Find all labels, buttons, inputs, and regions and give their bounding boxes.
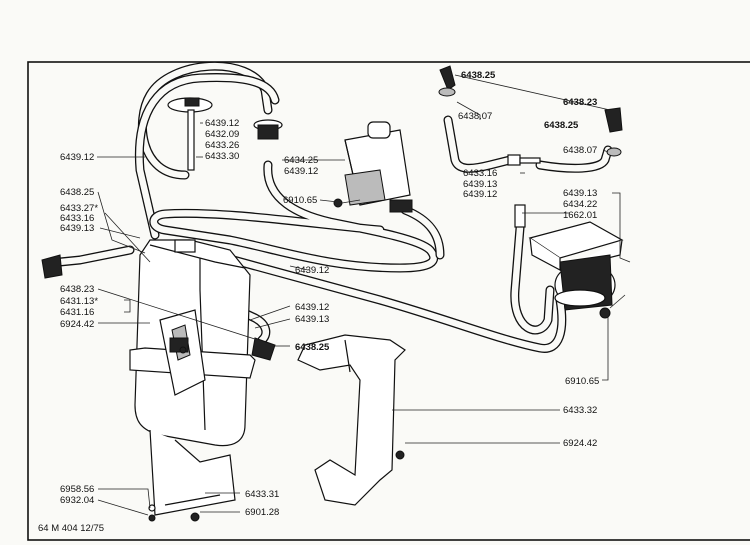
label-6439-12: 6439.12 (463, 189, 497, 200)
regulator-6433-26 (167, 97, 283, 171)
label-6439-13: 6439.13 (463, 179, 497, 190)
label-6433-31: 6433.31 (245, 489, 279, 500)
label-6438-25: 6438.25 (544, 120, 579, 131)
label-6433-16: 6433.16 (60, 213, 94, 224)
label-6438-25: 6438.25 (295, 342, 330, 353)
screws (148, 198, 626, 522)
label-6438-25: 6438.25 (60, 187, 94, 198)
bracket-6433-32 (297, 334, 406, 506)
label-6438-07: 6438.07 (563, 145, 597, 156)
leader-lines (97, 74, 631, 516)
label-6433-16: 6433.16 (463, 168, 497, 179)
label-6910-65: 6910.65 (565, 376, 599, 387)
label-6924-42: 6924.42 (563, 438, 597, 449)
label-6433-32: 6433.32 (563, 405, 597, 416)
label-6901-28: 6901.28 (245, 507, 279, 518)
label-6433-30: 6433.30 (205, 151, 239, 162)
label-6910-65: 6910.65 (283, 195, 317, 206)
label-6438-25: 6438.25 (461, 70, 496, 81)
label-6438-23: 6438.23 (60, 284, 94, 295)
footer-code: 64 M 404 12/75 (38, 523, 104, 534)
label-6433-26: 6433.26 (205, 140, 239, 151)
label-6432-09: 6432.09 (205, 129, 239, 140)
solenoid-valve (344, 121, 413, 213)
label-6439-12: 6439.12 (205, 118, 239, 129)
label-6439-13: 6439.13 (295, 314, 329, 325)
label-6431-13: 6431.13* (60, 296, 98, 307)
label-6439-12: 6439.12 (284, 166, 318, 177)
label-6924-42: 6924.42 (60, 319, 94, 330)
part-labels: 6438.25 6438.23 6438.25 6438.07 6438.07 … (38, 70, 599, 534)
page-border (27, 61, 750, 541)
nozzles (41, 65, 623, 361)
label-1662-01: 1662.01 (563, 210, 597, 221)
label-6438-07: 6438.07 (458, 111, 492, 122)
label-6438-23: 6438.23 (563, 97, 597, 108)
label-6439-12: 6439.12 (60, 152, 94, 163)
label-6433-27: 6433.27* (60, 203, 98, 214)
label-6932-04: 6932.04 (60, 495, 94, 506)
relay-6434-22 (528, 221, 624, 311)
label-6431-16: 6431.16 (60, 307, 94, 318)
label-6434-22: 6434.22 (563, 199, 597, 210)
label-6439-13: 6439.13 (60, 223, 94, 234)
label-6434-25: 6434.25 (284, 155, 318, 166)
label-6958-56: 6958.56 (60, 484, 94, 495)
label-6439-12: 6439.12 (295, 265, 329, 276)
label-6439-13: 6439.13 (563, 188, 597, 199)
t-connector (507, 154, 541, 228)
label-6439-12: 6439.12 (295, 302, 329, 313)
